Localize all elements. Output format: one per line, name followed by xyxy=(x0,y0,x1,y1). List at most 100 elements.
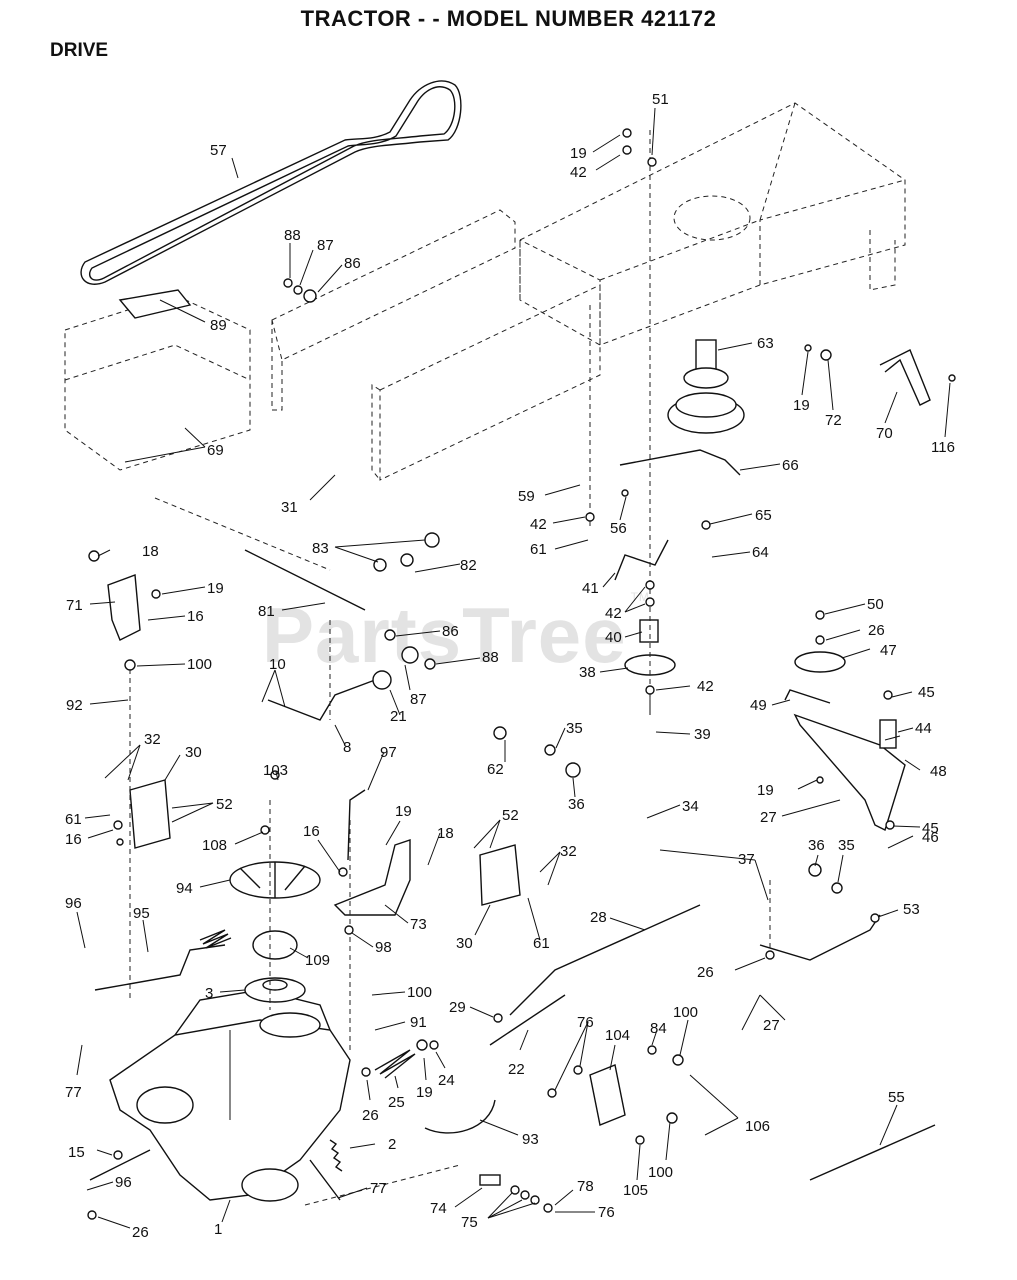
tractor-frame xyxy=(519,102,906,346)
callout: 46 xyxy=(922,829,939,846)
bracket-30-right xyxy=(479,844,521,906)
callout: 56 xyxy=(610,520,627,537)
callout: 42 xyxy=(570,164,587,181)
callout: 84 xyxy=(650,1020,667,1037)
callout: 100 xyxy=(407,984,432,1001)
callout: 18 xyxy=(142,543,159,560)
callout: 55 xyxy=(888,1089,905,1106)
spring-70 xyxy=(879,349,931,406)
callout: 62 xyxy=(487,761,504,778)
callout: 19 xyxy=(757,782,774,799)
transaxle xyxy=(89,989,351,1202)
diagram-title: TRACTOR - - MODEL NUMBER 421172 xyxy=(300,6,717,31)
callout: 116 xyxy=(931,439,955,456)
callout: 27 xyxy=(760,809,777,826)
callout: 61 xyxy=(65,811,82,828)
footrest-panel xyxy=(64,294,251,471)
lever-8 xyxy=(267,679,376,721)
callout: 59 xyxy=(518,488,535,505)
callout: 72 xyxy=(825,412,842,429)
shift-rod xyxy=(94,944,226,991)
callout: 88 xyxy=(284,227,301,244)
callout: 26 xyxy=(132,1224,149,1241)
callout: 42 xyxy=(530,516,547,533)
rod-97 xyxy=(347,789,366,861)
callout: 49 xyxy=(750,697,767,714)
callout: 8 xyxy=(343,739,351,756)
callout: 15 xyxy=(68,1144,85,1161)
callout: 37 xyxy=(738,851,755,868)
callout: 45 xyxy=(918,684,935,701)
washer-stack-75 xyxy=(510,1185,553,1213)
callout: 50 xyxy=(867,596,884,613)
callout: 98 xyxy=(375,939,392,956)
callout: 100 xyxy=(648,1164,673,1181)
cooling-fan xyxy=(229,861,321,899)
callout: 77 xyxy=(65,1084,82,1101)
bracket-71 xyxy=(107,574,141,641)
callout: 19 xyxy=(793,397,810,414)
idler-arm-assembly xyxy=(784,651,906,831)
spring-25 xyxy=(374,1049,416,1079)
callout: 18 xyxy=(437,825,454,842)
callout: 30 xyxy=(185,744,202,761)
callout: 87 xyxy=(410,691,427,708)
callout: 108 xyxy=(202,837,227,854)
bracket-104 xyxy=(589,1064,626,1126)
bracket-41 xyxy=(614,539,669,581)
callout: 86 xyxy=(344,255,361,272)
callout: 96 xyxy=(65,895,82,912)
callout: 44 xyxy=(915,720,932,737)
callout: 78 xyxy=(577,1178,594,1195)
callout: 1 xyxy=(214,1221,222,1238)
belt-guide-66 xyxy=(619,449,741,476)
callout: 47 xyxy=(880,642,897,659)
callout: 63 xyxy=(757,335,774,352)
engine-pulley-assembly xyxy=(667,339,745,434)
callout: 88 xyxy=(482,649,499,666)
spring-2 xyxy=(329,1139,343,1172)
callout: 10 xyxy=(269,656,286,673)
callout: 92 xyxy=(66,697,83,714)
callout: 87 xyxy=(317,237,334,254)
callout: 42 xyxy=(605,605,622,622)
callout: 35 xyxy=(566,720,583,737)
transmission-pulley xyxy=(244,977,306,1003)
spring-95 xyxy=(199,929,232,949)
callout: 3 xyxy=(205,985,213,1002)
callout: 19 xyxy=(207,580,224,597)
callout: 19 xyxy=(395,803,412,820)
callout: 32 xyxy=(144,731,161,748)
callout: 75 xyxy=(461,1214,478,1231)
callout: 97 xyxy=(380,744,397,761)
callout: 41 xyxy=(582,580,599,597)
callout: 19 xyxy=(570,145,587,162)
callout: 106 xyxy=(745,1118,770,1135)
callout: 21 xyxy=(390,708,407,725)
callout: 30 xyxy=(456,935,473,952)
callout: 93 xyxy=(522,1131,539,1148)
callout: 24 xyxy=(438,1072,455,1089)
callout: 65 xyxy=(755,507,772,524)
callout: 42 xyxy=(697,678,714,695)
callout: 26 xyxy=(362,1107,379,1124)
callout: 45 xyxy=(922,820,939,837)
callout: 34 xyxy=(682,798,699,815)
callout: 22 xyxy=(508,1061,525,1078)
callout: 57 xyxy=(210,142,227,159)
bracket-30-left xyxy=(129,779,171,849)
section-label: DRIVE xyxy=(50,40,109,61)
callout: 39 xyxy=(694,726,711,743)
hose-93 xyxy=(424,1099,496,1134)
callout: 105 xyxy=(623,1182,648,1199)
callout: 61 xyxy=(533,935,550,952)
callout: 95 xyxy=(133,905,150,922)
callout: 81 xyxy=(258,603,275,620)
callout: 76 xyxy=(577,1014,594,1031)
callout: 2 xyxy=(388,1136,396,1153)
callout: 40 xyxy=(605,629,622,646)
pedal-shaft xyxy=(244,549,366,611)
brake-rod xyxy=(509,904,701,1016)
callout: 73 xyxy=(410,916,427,933)
